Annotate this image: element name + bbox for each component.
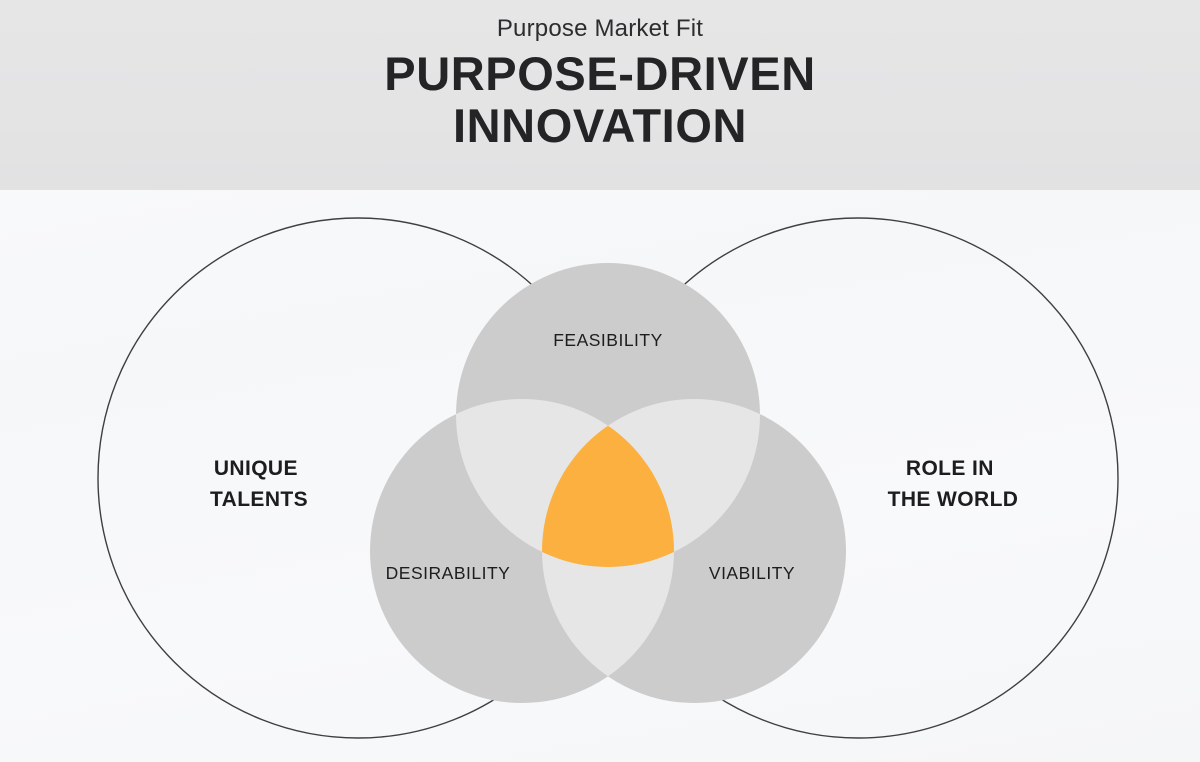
header-band: Purpose Market Fit PURPOSE-DRIVEN INNOVA… [0, 0, 1200, 190]
title-line-2: INNOVATION [452, 99, 748, 153]
inner-label-desirability: DESIRABILITY [386, 563, 511, 583]
outer-label-unique-talents: UNIQUE TALENTS [210, 457, 308, 511]
outer-label-right-line2: THE WORLD [888, 488, 1019, 511]
inner-label-feasibility: FEASIBILITY [553, 330, 663, 350]
page-title: PURPOSE-DRIVEN INNOVATION [384, 46, 816, 153]
title-line-1: PURPOSE-DRIVEN [384, 46, 816, 100]
outer-label-role-in-the-world: ROLE IN THE WORLD [888, 457, 1019, 511]
inner-label-viability: VIABILITY [709, 563, 795, 583]
header-content: Purpose Market Fit PURPOSE-DRIVEN INNOVA… [0, 0, 1200, 190]
outer-label-right-line1: ROLE IN [906, 457, 994, 480]
venn-diagram: UNIQUE TALENTS ROLE IN THE WORLD FEASIBI… [97, 217, 1119, 739]
eyebrow-text: Purpose Market Fit [496, 15, 704, 42]
outer-label-left-line1: UNIQUE [214, 457, 298, 480]
outer-label-left-line2: TALENTS [210, 488, 308, 511]
